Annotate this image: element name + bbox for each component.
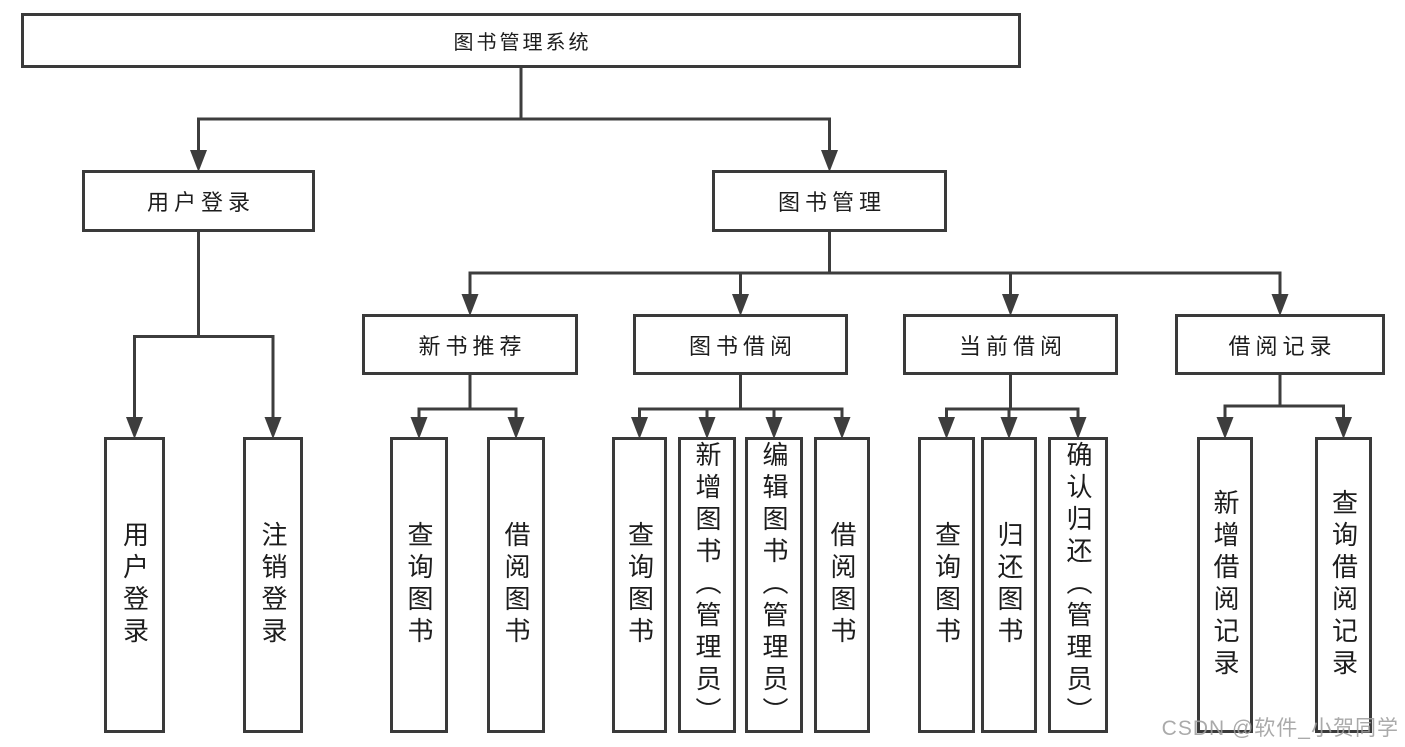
leaf-query-books-newrec: 查询图书 [390,437,448,733]
node-borrowing-records: 借阅记录 [1175,314,1385,375]
node-label: 用户登录 [146,190,255,215]
leaf-logout: 注销登录 [243,437,303,733]
leaf-query-borrow-record: 查询借阅记录 [1315,437,1372,733]
node-label: 借阅图书 [827,521,857,649]
node-label: 查询图书 [931,521,962,649]
connector-records-to-leaves [1223,375,1345,421]
node-label: 用户登录 [119,521,150,649]
node-label: 确认归还（管理员） [1063,441,1093,729]
node-label: 注销登录 [258,521,288,649]
leaf-query-books-current: 查询图书 [918,437,975,733]
node-label: 查询图书 [624,521,655,649]
node-current-borrowing: 当前借阅 [903,314,1118,375]
leaf-confirm-return-admin: 确认归还（管理员） [1048,437,1108,733]
connector-root-to-level2 [197,68,831,154]
leaf-query-books-borrow: 查询图书 [612,437,667,733]
node-book-management: 图书管理 [712,170,947,232]
node-label: 查询图书 [404,521,434,649]
leaf-edit-books-admin: 编辑图书（管理员） [745,437,803,733]
leaf-user-login: 用户登录 [104,437,165,733]
leaf-add-borrow-record: 新增借阅记录 [1197,437,1253,733]
watermark: CSDN @软件_小贺同学 [1161,717,1399,740]
connector-bookmgmt-to-level3 [468,232,1282,298]
node-user-login: 用户登录 [82,170,315,232]
connector-userlogin-to-leaves [133,232,275,420]
node-label: 编辑图书（管理员） [759,441,789,729]
leaf-borrow-books: 借阅图书 [814,437,870,733]
leaf-borrow-books-newrec: 借阅图书 [487,437,545,733]
leaf-return-books: 归还图书 [981,437,1037,733]
node-label: 借阅图书 [501,521,531,649]
node-label: 归还图书 [994,521,1024,649]
node-new-book-recommend: 新书推荐 [362,314,578,375]
node-label: 借阅记录 [1228,333,1337,359]
node-label: 图书管理系统 [453,32,592,54]
node-label: 图书管理 [777,190,886,215]
connector-borrow-to-leaves [638,375,844,421]
node-label: 新增借阅记录 [1210,489,1240,681]
node-label: 查询借阅记录 [1328,489,1359,681]
node-label: 图书借阅 [688,333,797,359]
leaf-add-books-admin: 新增图书（管理员） [678,437,736,733]
node-label: 新增图书（管理员） [692,441,722,729]
connector-current-to-leaves [945,375,1080,421]
connector-newbook-to-leaves [417,375,518,421]
node-library-management-system: 图书管理系统 [21,13,1021,68]
node-label: 新书推荐 [418,333,527,359]
node-label: 当前借阅 [958,333,1067,359]
node-book-borrowing: 图书借阅 [633,314,848,375]
